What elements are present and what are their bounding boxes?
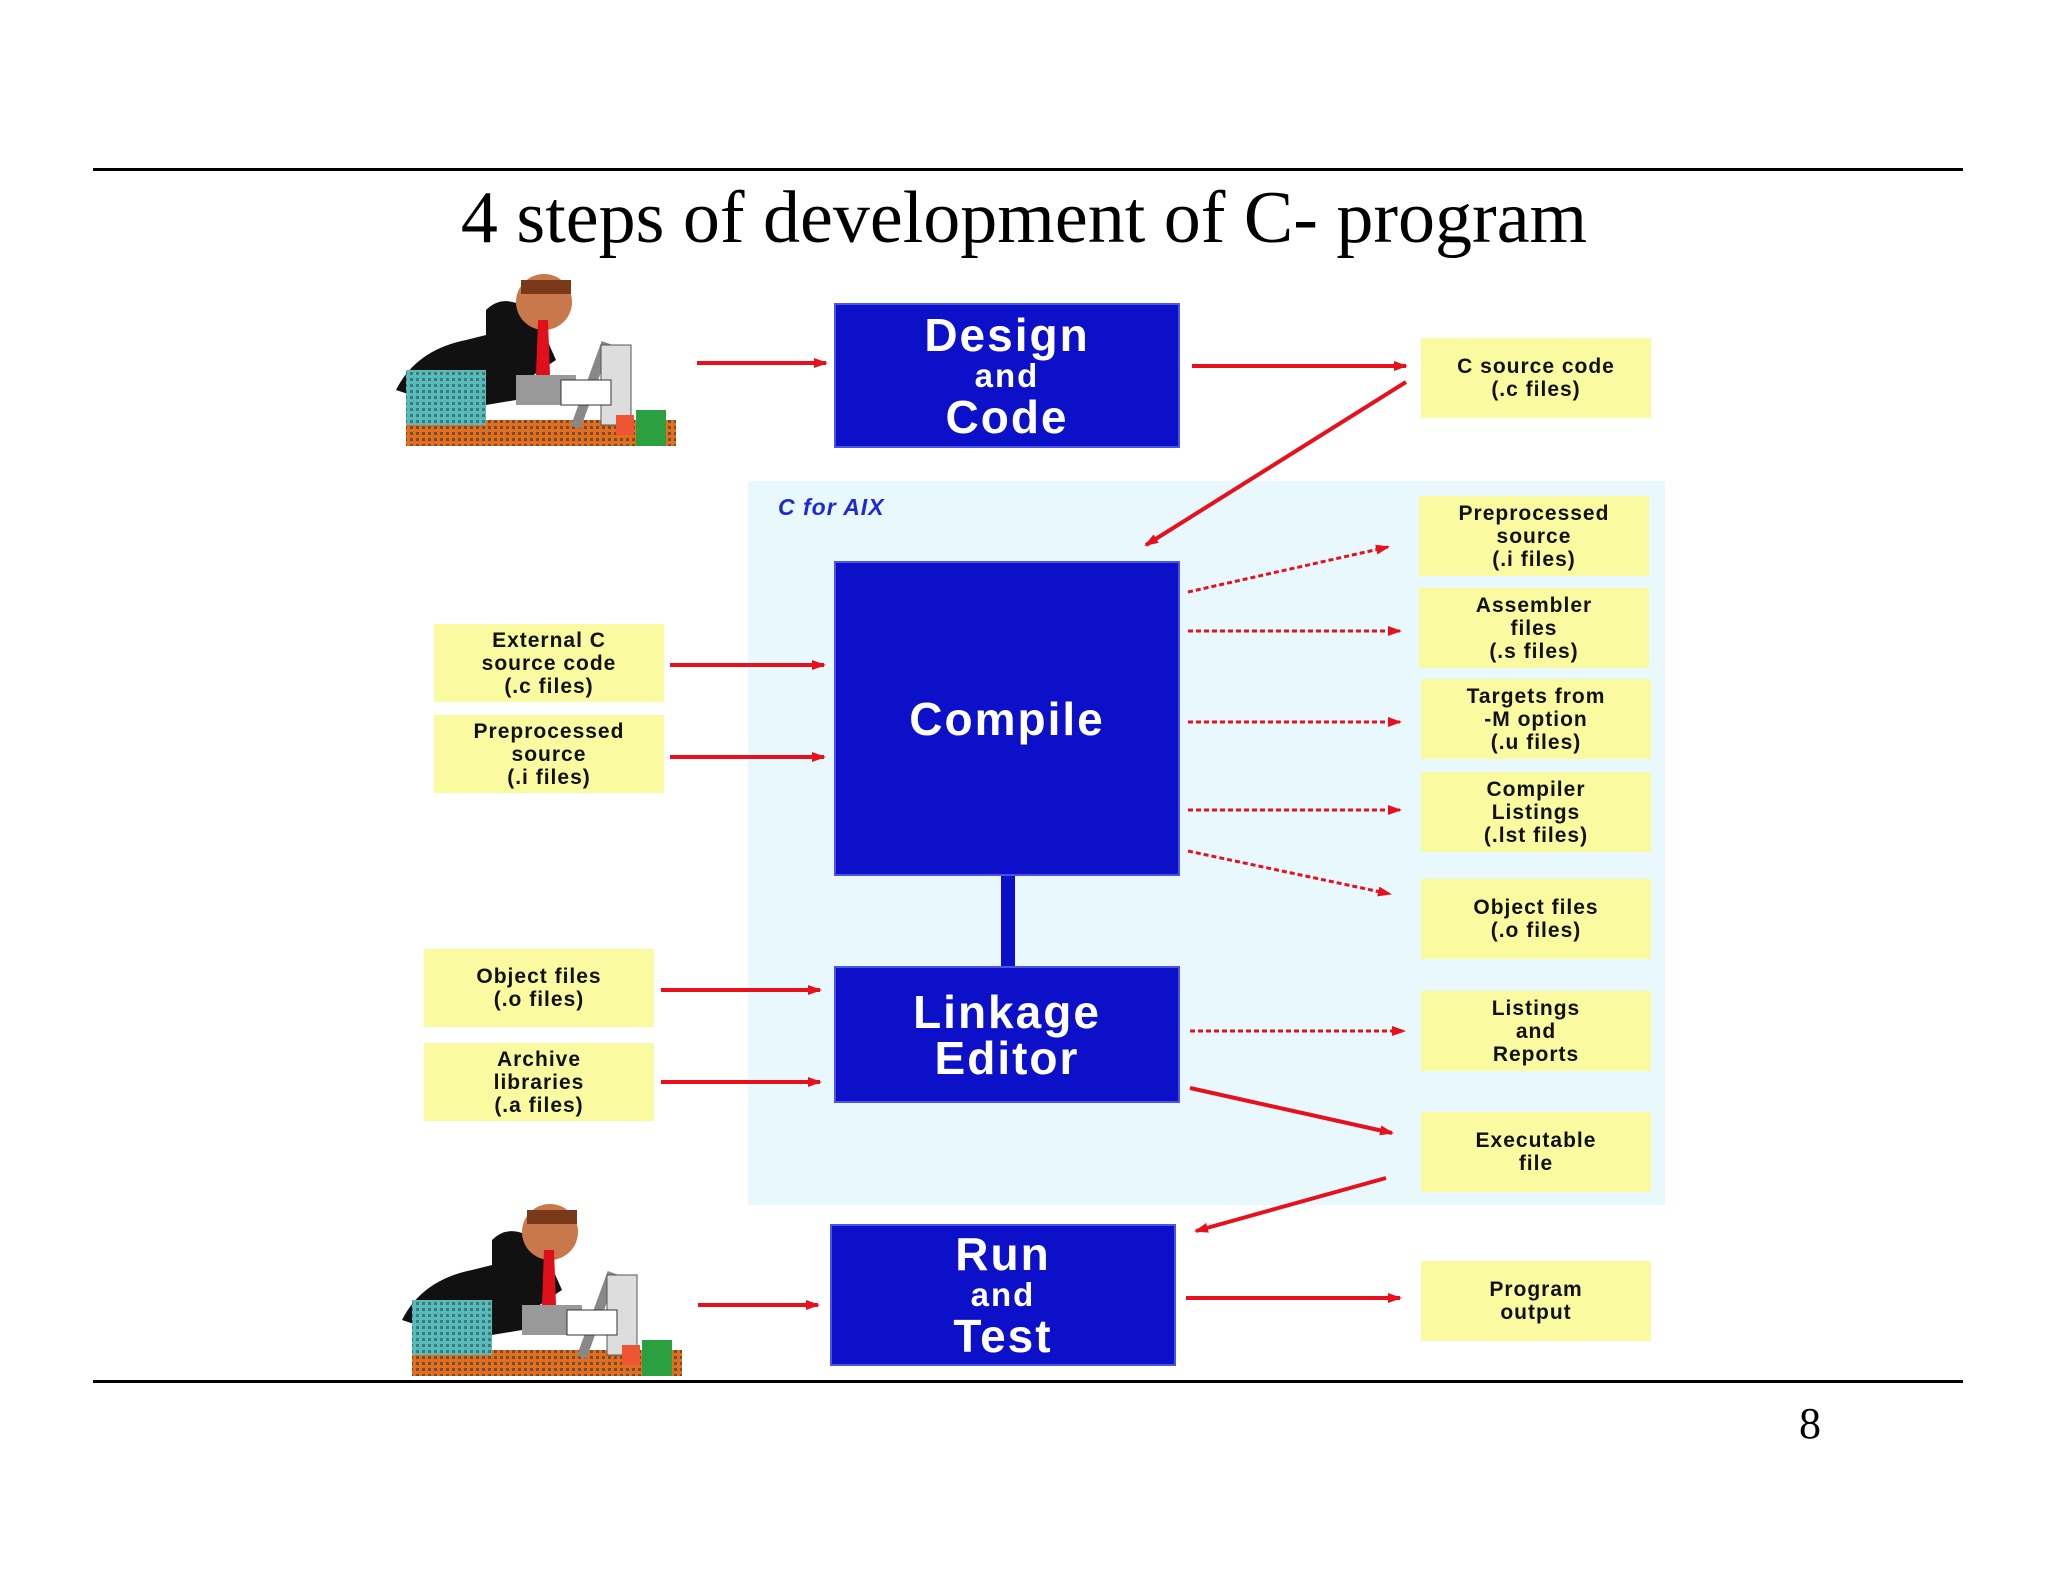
dashed-arrow-to-preprocessed (1187, 544, 1390, 594)
bottom-rule (93, 1380, 1963, 1383)
programmer-at-desk-icon (396, 274, 676, 446)
program-output-note: Program output (1421, 1261, 1651, 1341)
arrow-link-to-executable (1189, 1086, 1394, 1136)
listings-and-reports-note: Listings and Reports (1421, 991, 1651, 1071)
editor-label: Editor (934, 1031, 1080, 1084)
preprocessed-source-output-note: Preprocessed source (.i files) (1419, 496, 1649, 576)
run-and-test-box: Run and Test (830, 1224, 1176, 1366)
archive-libraries-note: Archive libraries (.a files) (424, 1043, 654, 1121)
arrow-source-to-compile (1144, 380, 1408, 547)
compile-label: Compile (909, 692, 1105, 745)
compile-link-connector (1001, 876, 1015, 970)
c-source-code-note: C source code (.c files) (1421, 338, 1651, 418)
linkage-label: Linkage (913, 985, 1101, 1038)
slide-title: 4 steps of development of C- program (460, 177, 1588, 259)
external-c-source-note: External C source code (.c files) (434, 624, 664, 702)
page-number: 8 (1799, 1399, 1821, 1448)
test-label: Test (953, 1310, 1053, 1362)
object-files-output-note: Object files (.o files) (1421, 879, 1651, 959)
run-label: Run (955, 1228, 1051, 1280)
executable-file-note: Executable file (1421, 1112, 1651, 1192)
design-label: Design (924, 308, 1090, 361)
arrow-executable-to-run (1194, 1176, 1387, 1233)
preprocessed-source-input-note: Preprocessed source (.i files) (434, 715, 664, 793)
design-and-label: and (974, 356, 1040, 394)
assembler-files-note: Assembler files (.s files) (1419, 588, 1649, 668)
top-rule (93, 168, 1963, 171)
c-for-aix-label: C for AIX (778, 494, 885, 520)
compile-box: Compile (834, 561, 1180, 876)
dashed-arrow-to-object (1187, 849, 1392, 897)
object-files-input-note: Object files (.o files) (424, 949, 654, 1027)
run-and-label: and (970, 1276, 1036, 1313)
programmer-at-desk-icon (402, 1204, 682, 1376)
compiler-listings-note: Compiler Listings (.lst files) (1421, 772, 1651, 852)
targets-m-option-note: Targets from -M option (.u files) (1421, 679, 1651, 759)
linkage-editor-box: Linkage Editor (834, 966, 1180, 1103)
code-label: Code (945, 390, 1069, 443)
design-and-code-box: Design and Code (834, 303, 1180, 448)
